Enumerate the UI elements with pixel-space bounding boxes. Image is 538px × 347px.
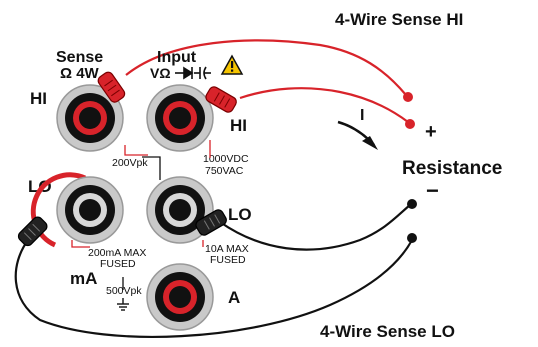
hand-grip-icon	[17, 216, 48, 247]
input-label: Input	[157, 49, 197, 66]
input-hi-end-dot	[405, 119, 415, 129]
sense-hi-wire	[125, 39, 407, 96]
input-lo-wire	[219, 204, 411, 251]
input-lo-end-dot	[407, 199, 417, 209]
ma-label: mA	[70, 269, 97, 288]
hand-grip-icon	[205, 86, 237, 113]
rating-750vac: 750VAC	[205, 165, 244, 177]
rating-200vpk: 200Vpk	[112, 157, 148, 169]
amp-terminal	[146, 263, 214, 331]
sense-hi-terminal	[56, 84, 124, 152]
sense-sub-label: Ω 4W	[60, 65, 100, 82]
input-hi-wire	[239, 87, 409, 123]
sense-lo-wire	[14, 239, 413, 338]
hand-grip-icon	[195, 209, 227, 236]
sense-label: Sense	[56, 49, 103, 66]
amp-label: A	[228, 288, 240, 307]
sense-hi-caption: 4-Wire Sense HI	[335, 10, 463, 29]
rating-500vpk: 500Vpk	[106, 285, 142, 297]
hi-right-label: HI	[230, 116, 247, 135]
warning-icon	[220, 54, 244, 75]
plus-sign: +	[425, 121, 437, 143]
rating-a-fuse-1: 10A MAX	[205, 243, 249, 255]
lo-right-label: LO	[228, 205, 252, 224]
input-hi-terminal	[146, 84, 214, 152]
rating-a-fuse-2: FUSED	[210, 254, 246, 266]
current-label: I	[360, 107, 364, 124]
rating-1000vdc: 1000VDC	[203, 153, 249, 165]
hi-left-label: HI	[30, 89, 47, 108]
panel-connection-lines	[71, 140, 211, 290]
rating-ma-fuse-1: 200mA MAX	[88, 247, 146, 259]
sense-lo-caption: 4-Wire Sense LO	[320, 322, 455, 341]
minus-sign: −	[426, 178, 439, 203]
current-arrow: I	[337, 107, 378, 150]
resistance-label: Resistance	[402, 158, 502, 179]
diode-icon	[175, 66, 194, 80]
ground-icon	[117, 298, 129, 311]
input-sub-label: VΩ	[150, 65, 171, 81]
sense-lo-terminal	[30, 172, 124, 248]
sense-hi-end-dot	[403, 92, 413, 102]
rating-ma-fuse-2: FUSED	[100, 258, 136, 270]
hand-grip-icon	[97, 71, 126, 103]
capacitor-icon	[194, 66, 211, 80]
sense-lo-end-dot	[407, 233, 417, 243]
